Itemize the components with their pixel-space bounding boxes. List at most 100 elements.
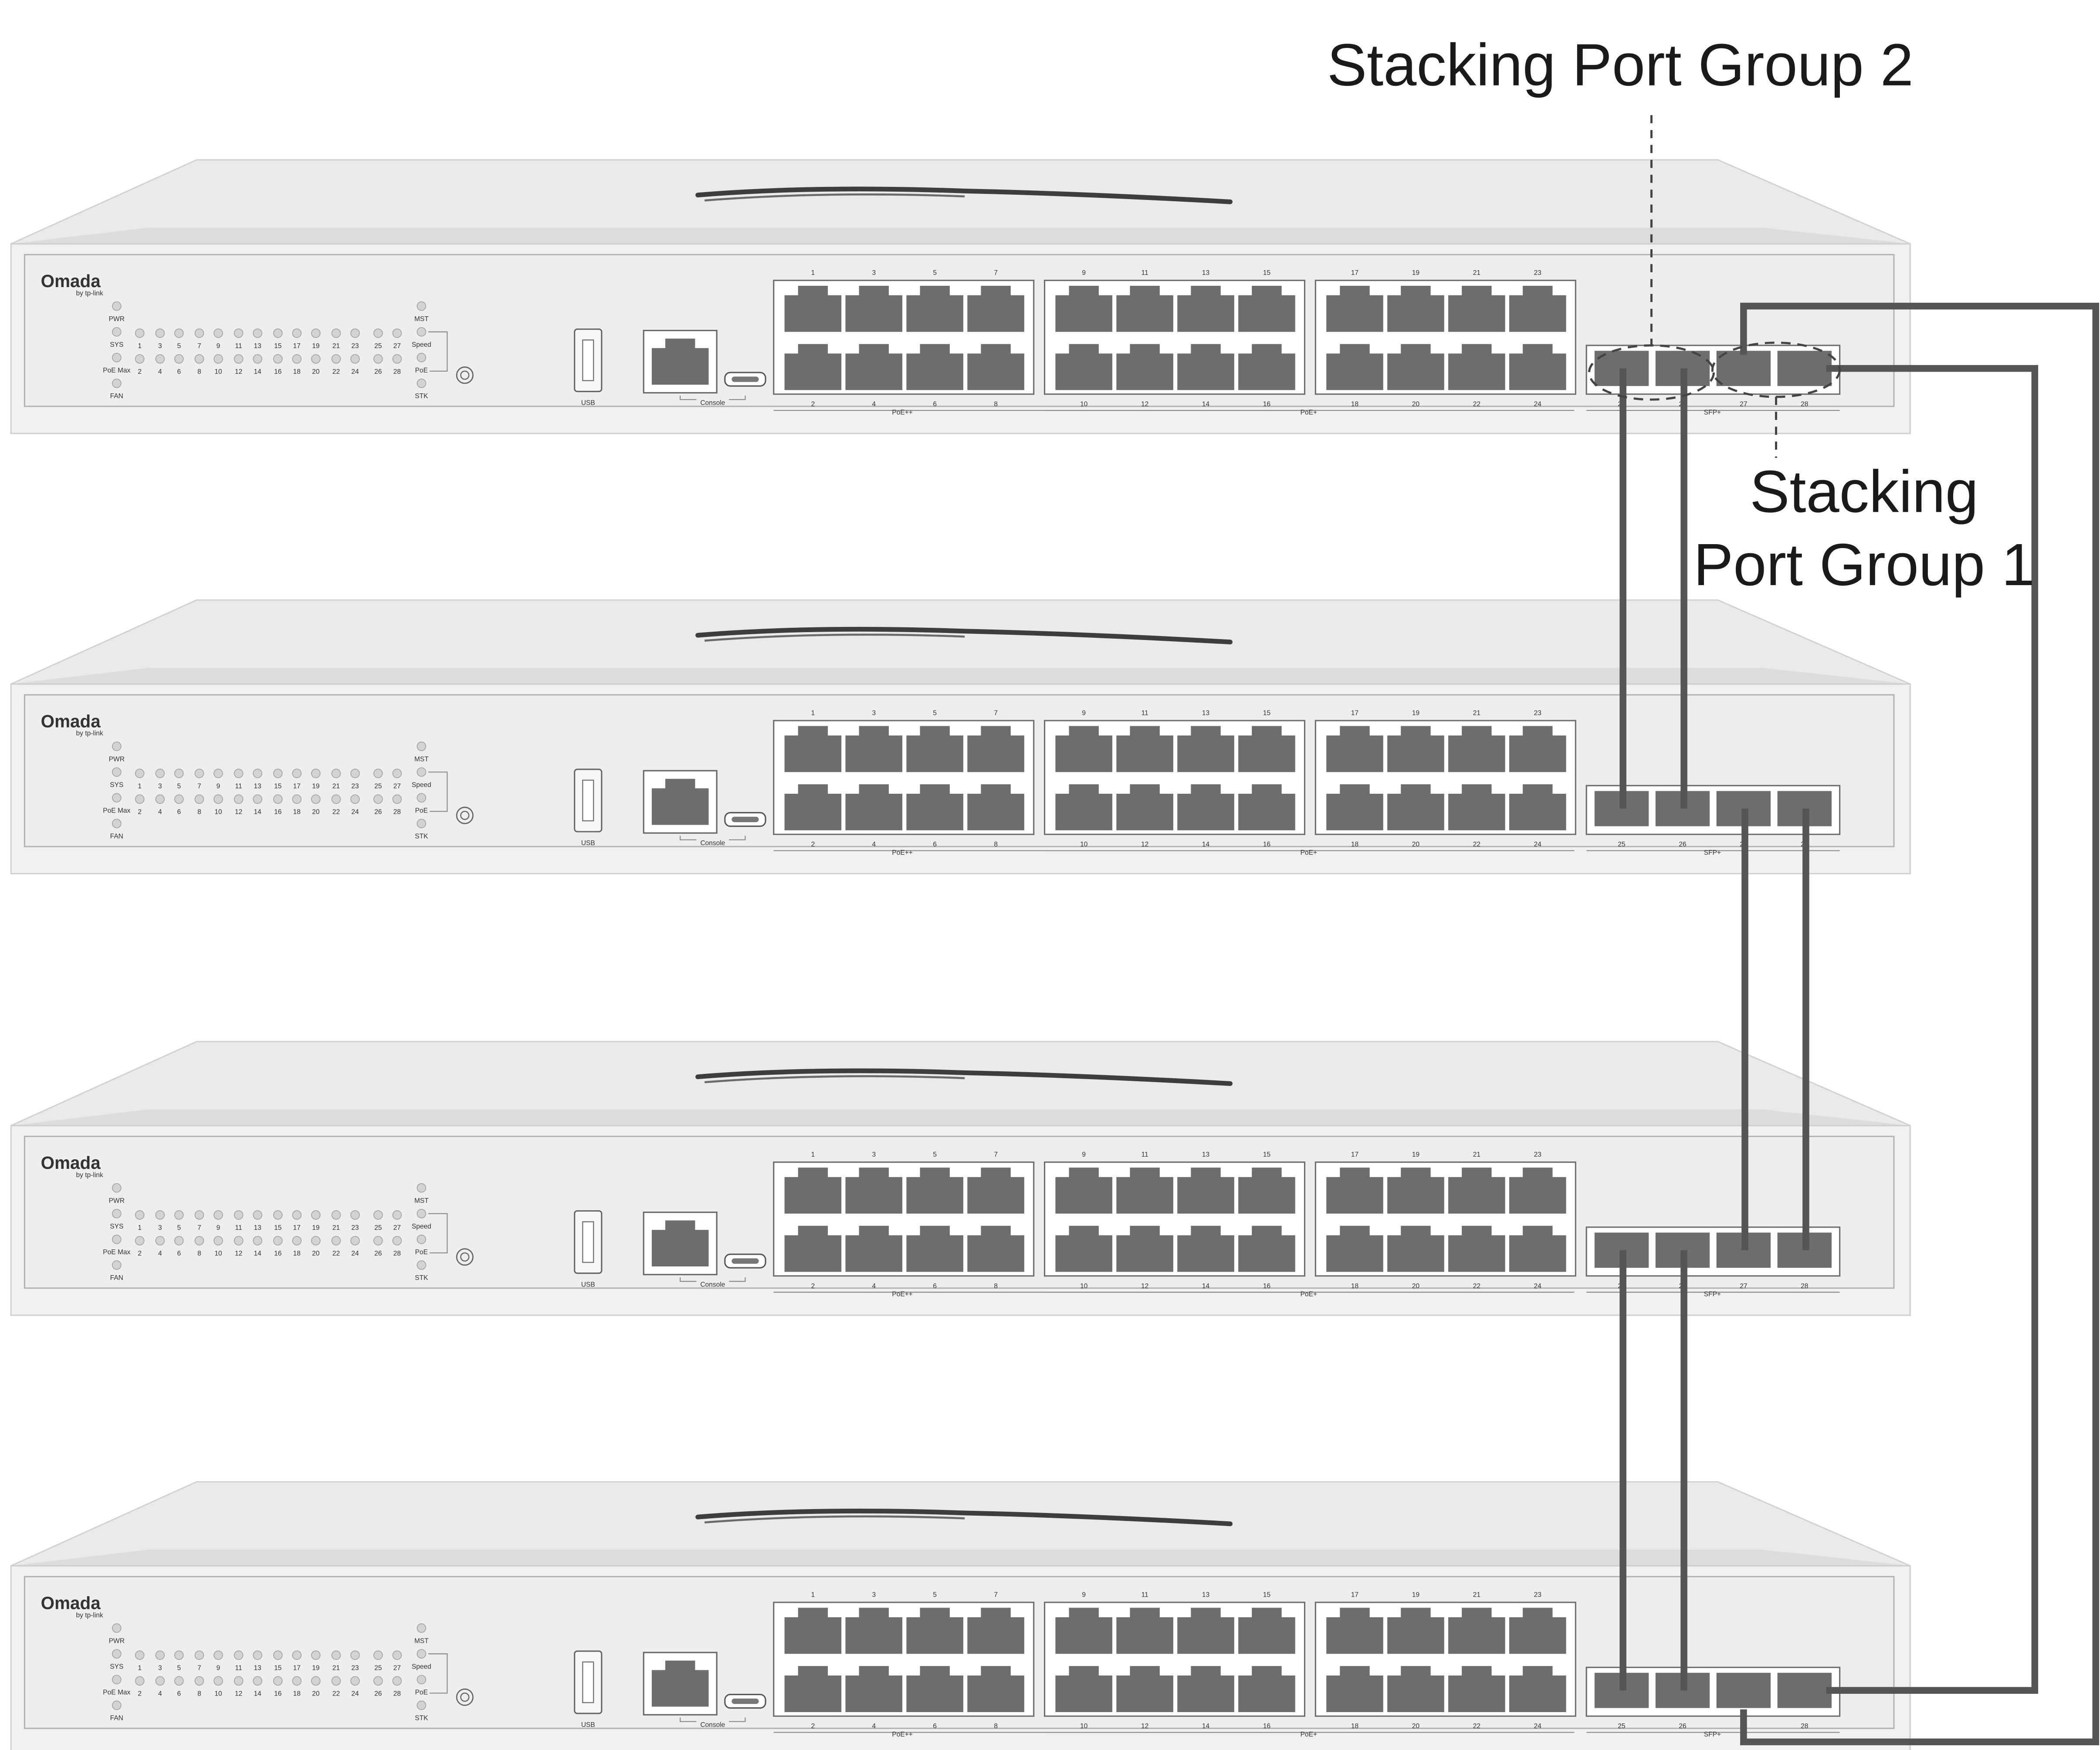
- rj45-port: [1177, 784, 1234, 830]
- usb-slot: [582, 1221, 594, 1263]
- port-led: [213, 1236, 223, 1246]
- led-number: 27: [393, 342, 401, 350]
- port-led: [311, 1210, 321, 1220]
- speed-led: [417, 327, 427, 337]
- led-number: 25: [374, 1224, 382, 1232]
- rj45-port: [1238, 726, 1295, 772]
- rj45-number-top: 21: [1473, 1151, 1480, 1158]
- rj45-port: [1238, 784, 1295, 830]
- poe-led: [417, 793, 427, 803]
- poe-max-led: [112, 793, 122, 803]
- stk-led: [417, 379, 427, 388]
- rj45-number-bottom: 14: [1202, 841, 1210, 848]
- led-number: 26: [374, 1250, 382, 1257]
- console-rj45-port: [651, 1660, 709, 1707]
- rj45-number-top: 15: [1263, 1591, 1270, 1599]
- port-led: [155, 768, 165, 779]
- console-micro-usb-slot: [732, 1698, 759, 1704]
- port-led: [292, 354, 302, 364]
- rj45-port: [1509, 1608, 1566, 1654]
- switch-top-edge: [11, 1109, 1910, 1126]
- rj45-number-bottom: 6: [933, 401, 937, 408]
- switch-top-edge: [11, 227, 1910, 244]
- mode-button: [456, 1688, 474, 1706]
- brand-by-tp-link: by tp-link: [76, 1171, 103, 1179]
- rj45-number-bottom: 22: [1473, 1723, 1480, 1730]
- rj45-port: [1448, 784, 1505, 830]
- port-led: [194, 354, 204, 364]
- sys-led: [112, 1649, 122, 1659]
- rj45-number-bottom: 18: [1351, 841, 1358, 848]
- rj45-number-bottom: 14: [1202, 401, 1210, 408]
- usb-slot: [582, 1661, 594, 1703]
- port-led: [135, 794, 145, 804]
- led-number: 13: [254, 342, 261, 350]
- rj45-number-bottom: 4: [872, 1723, 876, 1730]
- led-number: 4: [158, 809, 162, 816]
- rj45-number-bottom: 14: [1202, 1283, 1210, 1290]
- port-led: [392, 768, 402, 779]
- fan-label: FAN: [110, 1715, 123, 1722]
- port-led: [331, 354, 341, 364]
- top-logo-shadow: [704, 1075, 965, 1083]
- sfp-number: 26: [1679, 1723, 1686, 1730]
- rj45-port: [1116, 1225, 1173, 1272]
- mst-label: MST: [414, 1637, 429, 1645]
- pwr-label: PWR: [109, 315, 125, 323]
- sfp-number: 27: [1740, 1283, 1747, 1290]
- top-logo: [695, 626, 1233, 645]
- led-number: 1: [138, 1224, 142, 1232]
- rj45-port: [967, 784, 1024, 830]
- console-bracket: [680, 1717, 746, 1722]
- rj45-number-top: 17: [1351, 269, 1358, 277]
- port-led: [311, 794, 321, 804]
- led-number: 5: [177, 783, 181, 790]
- console-micro-usb-slot: [732, 376, 759, 382]
- led-number: 13: [254, 1665, 261, 1672]
- rj45-port: [1116, 1666, 1173, 1712]
- rj45-number-bottom: 18: [1351, 401, 1358, 408]
- port-led: [194, 794, 204, 804]
- rj45-number-top: 15: [1263, 1151, 1270, 1158]
- rj45-number-bottom: 6: [933, 1283, 937, 1290]
- port-led: [373, 1650, 383, 1660]
- port-led: [253, 1676, 263, 1686]
- rj45-port: [1387, 1168, 1444, 1214]
- port-led: [292, 1676, 302, 1686]
- rj45-number-top: 13: [1202, 710, 1209, 717]
- led-number: 19: [312, 342, 319, 350]
- rj45-port: [1387, 344, 1444, 390]
- led-number: 23: [351, 1665, 359, 1672]
- console-bracket: [680, 1277, 746, 1282]
- port-led: [213, 1650, 223, 1660]
- port-led: [174, 1676, 184, 1686]
- led-number: 16: [274, 1250, 281, 1257]
- rj45-number-top: 9: [1082, 1591, 1086, 1599]
- pwr-label: PWR: [109, 755, 125, 763]
- console-label: Console: [700, 1281, 725, 1289]
- rj45-number-bottom: 10: [1080, 1283, 1088, 1290]
- rj45-port: [1448, 1666, 1505, 1712]
- port-led: [373, 1236, 383, 1246]
- rj45-port: [1509, 1168, 1566, 1214]
- rj45-port: [967, 286, 1024, 332]
- rj45-number-top: 9: [1082, 710, 1086, 717]
- rj45-port: [1177, 1168, 1234, 1214]
- console-rj45-port: [651, 338, 709, 385]
- brand-logo: Omada: [41, 711, 101, 731]
- port-led: [273, 1676, 283, 1686]
- led-number: 1: [138, 783, 142, 790]
- mst-led: [417, 301, 427, 311]
- led-number: 13: [254, 1224, 261, 1232]
- led-number: 12: [235, 809, 242, 816]
- pwr-led: [112, 741, 122, 751]
- fan-label: FAN: [110, 393, 123, 400]
- rj45-number-top: 7: [994, 710, 998, 717]
- led-number: 11: [235, 783, 242, 790]
- rj45-port: [967, 726, 1024, 772]
- poe-max-label: PoE Max: [103, 1249, 130, 1256]
- mode-button-inner: [460, 370, 470, 380]
- led-number: 11: [235, 1224, 242, 1232]
- stacking-port-group-1-label-line-2: Port Group 1: [1694, 531, 2035, 598]
